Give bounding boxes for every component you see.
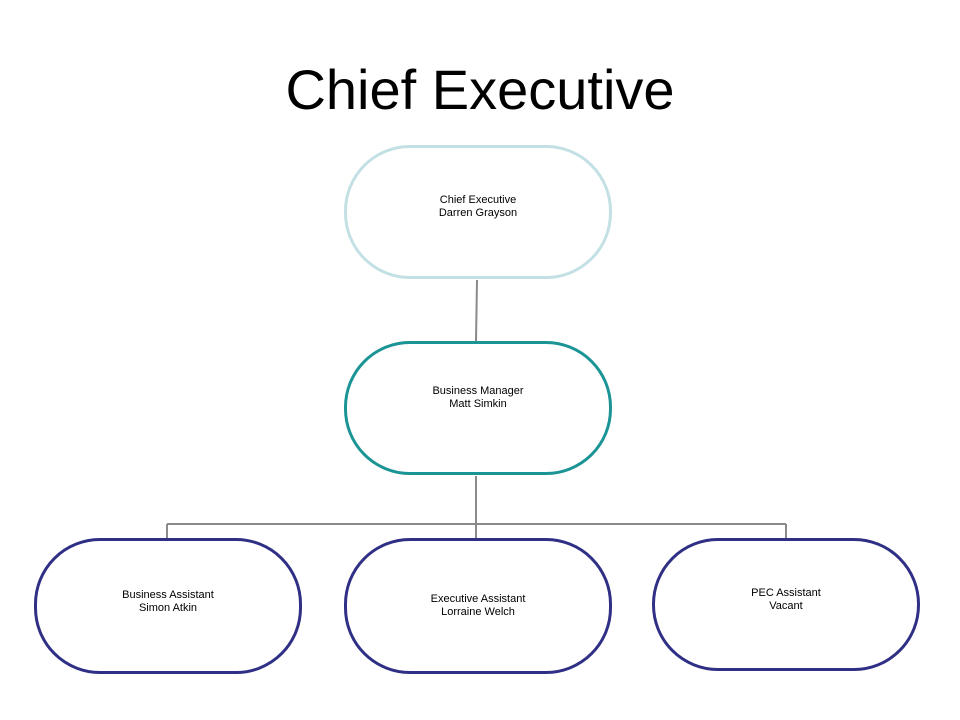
node-role: Business Manager (432, 385, 524, 397)
node-role: Business Assistant (122, 589, 214, 601)
node-business-assistant[interactable]: Business Assistant Simon Atkin (34, 538, 302, 674)
connector-ceo-to-manager (475, 279, 478, 342)
node-person-name: Simon Atkin (138, 602, 198, 614)
page-title: Chief Executive (285, 58, 675, 121)
node-role: Executive Assistant (430, 593, 526, 605)
node-business-manager[interactable]: Business Manager Matt Simkin (344, 341, 612, 475)
node-person-name: Lorraine Welch (441, 606, 515, 618)
node-role: Chief Executive (439, 194, 517, 206)
node-role: PEC Assistant (751, 586, 821, 599)
node-person-name: Vacant (769, 599, 803, 612)
connector-lines (166, 279, 787, 538)
node-executive-assistant[interactable]: Executive Assistant Lorraine Welch (344, 538, 612, 674)
node-pec-assistant[interactable]: PEC Assistant Vacant (652, 538, 920, 671)
node-chief-executive[interactable]: Chief Executive Darren Grayson (344, 145, 612, 279)
node-person-name: Darren Grayson (438, 207, 518, 219)
node-person-name: Matt Simkin (449, 398, 507, 410)
